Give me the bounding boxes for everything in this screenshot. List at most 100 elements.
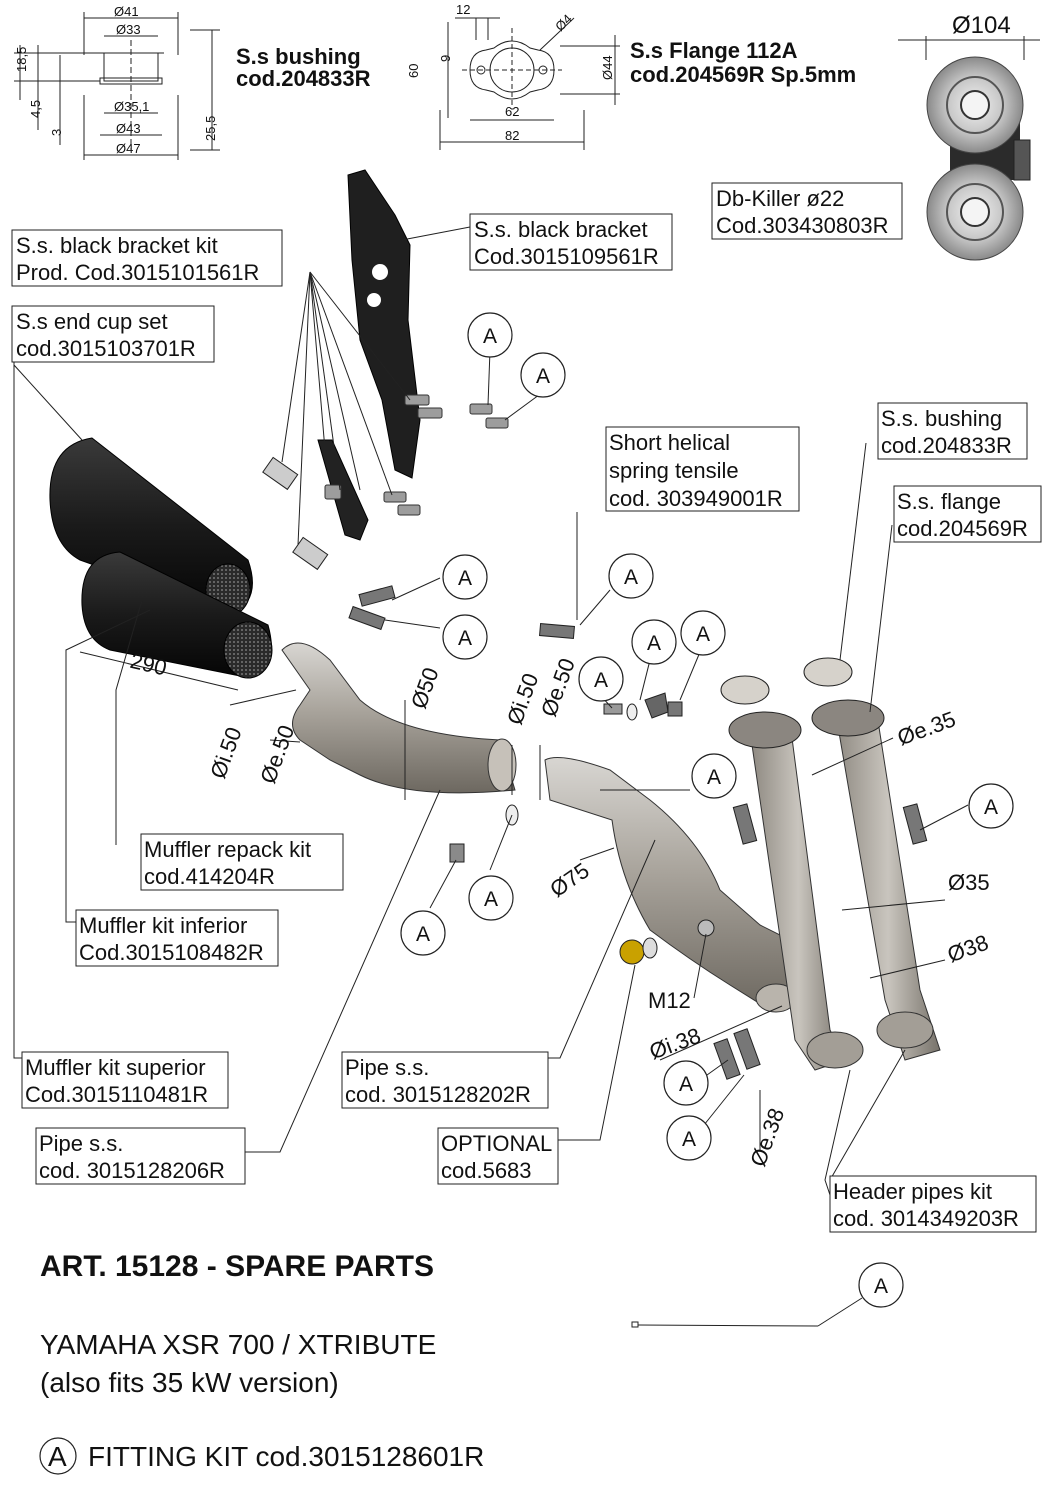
dim-38: Ø38 xyxy=(944,930,992,968)
fitting-kit-bubble xyxy=(691,753,737,799)
svg-text:S.s end cup set: S.s end cup set xyxy=(16,309,168,334)
svg-text:cod. 3015128206R: cod. 3015128206R xyxy=(39,1158,225,1183)
fitting-kit-bubble xyxy=(578,656,624,702)
bolts xyxy=(324,394,509,516)
svg-text:Pipe s.s.: Pipe s.s. xyxy=(345,1055,429,1080)
label-end-cup-set: S.s end cup set cod.3015103701R xyxy=(11,305,215,363)
fitting-kit-bubble-letter: A xyxy=(707,766,721,789)
fitting-kit-legend-letter: A xyxy=(48,1441,67,1472)
fitting-kit-bubble-letter: A xyxy=(416,923,430,946)
header-flange-bushing xyxy=(720,657,885,749)
dimension-lines xyxy=(79,651,946,1150)
label-muffler-kit-inferior: Muffler kit inferior Cod.3015108482R xyxy=(75,909,279,967)
label-ss-bushing: S.s. bushing cod.204833R xyxy=(877,402,1028,460)
svg-text:Cod.3015109561R: Cod.3015109561R xyxy=(474,244,659,269)
svg-text:cod. 303949001R: cod. 303949001R xyxy=(609,486,783,511)
fitting-kit-bubble xyxy=(400,910,446,956)
flange-dim-82: 82 xyxy=(505,128,519,143)
dim-75: Ø75 xyxy=(545,858,593,902)
fitting-kit-bubble-letter: A xyxy=(594,669,608,692)
svg-text:Cod.3015110481R: Cod.3015110481R xyxy=(25,1082,208,1107)
fitting-kit-bubble xyxy=(680,610,726,656)
nut-washer xyxy=(449,692,715,965)
fitting-kit-bubble-letter: A xyxy=(484,888,498,911)
dim-e35: Øe.35 xyxy=(894,706,959,750)
bracket-hole xyxy=(367,293,381,307)
fitting-kit-bubble-letter: A xyxy=(458,567,472,590)
bushing-title: S.s bushing xyxy=(236,44,361,69)
flange-dim-4: Ø4 xyxy=(552,11,575,34)
svg-text:S.s. black bracket kit: S.s. black bracket kit xyxy=(16,233,218,258)
fitting-kit-bubble-letter: A xyxy=(679,1073,693,1096)
flange-dim-60: 60 xyxy=(406,64,421,78)
fitting-kit-bubble xyxy=(442,554,488,600)
dbkiller-dim-104: Ø104 xyxy=(952,12,1011,39)
svg-text:cod.5683: cod.5683 xyxy=(441,1158,532,1183)
fitting-kit-bubble xyxy=(663,1060,709,1106)
bushing-drawing xyxy=(14,12,220,160)
svg-text:spring tensile: spring tensile xyxy=(609,458,739,483)
dim-m12: M12 xyxy=(648,988,691,1013)
dim-i38: Øi.38 xyxy=(646,1023,704,1064)
dim-e50-left: Øe.50 xyxy=(255,722,299,787)
black-bracket-part xyxy=(347,169,421,479)
label-muffler-kit-superior: Muffler kit superior Cod.3015110481R xyxy=(21,1051,229,1109)
flange-title: S.s Flange 112A xyxy=(630,38,798,63)
svg-text:OPTIONAL: OPTIONAL xyxy=(441,1131,552,1156)
model-line-2: (also fits 35 kW version) xyxy=(40,1367,339,1398)
label-header-pipes-kit: Header pipes kit cod. 3014349203R xyxy=(829,1175,1037,1233)
small-bracket-part xyxy=(317,439,369,541)
svg-text:Header pipes kit: Header pipes kit xyxy=(833,1179,992,1204)
label-black-bracket: S.s. black bracket Cod.3015109561R xyxy=(469,213,673,271)
bushing-dim-35-1: Ø35,1 xyxy=(114,99,149,114)
bushing-dim-4-5: 4,5 xyxy=(28,100,43,118)
dim-35: Ø35 xyxy=(948,870,990,895)
fitting-kit-bubble xyxy=(467,312,513,358)
label-pipe-202: Pipe s.s. cod. 3015128202R xyxy=(341,1051,549,1109)
label-muffler-repack-kit: Muffler repack kit cod.414204R xyxy=(140,833,344,891)
bracket-plate xyxy=(262,456,299,491)
dbkiller-code: Cod.303430803R xyxy=(716,213,888,238)
fitting-kit-bubble xyxy=(608,553,654,599)
fitting-kit-bubble-letter: A xyxy=(458,627,472,650)
label-ss-flange: S.s. flange cod.204569R xyxy=(893,485,1042,543)
dbkiller-drawing xyxy=(898,36,1040,261)
svg-text:S.s. bushing: S.s. bushing xyxy=(881,406,1002,431)
page-title: ART. 15128 - SPARE PARTS xyxy=(40,1250,434,1283)
svg-text:cod.204569R: cod.204569R xyxy=(897,516,1028,541)
bushing-dim-18-5: 18,5 xyxy=(14,47,29,72)
svg-text:Cod.3015108482R: Cod.3015108482R xyxy=(79,940,264,965)
svg-text:Muffler kit superior: Muffler kit superior xyxy=(25,1055,206,1080)
svg-text:cod.3015103701R: cod.3015103701R xyxy=(16,336,196,361)
flange-drawing xyxy=(439,17,620,150)
fitting-kit-bubble-letter: A xyxy=(624,566,638,589)
fitting-kit-bubble xyxy=(468,875,514,921)
dim-50: Ø50 xyxy=(406,664,444,712)
fitting-kit-bubble xyxy=(631,619,677,665)
bracket-hole xyxy=(372,264,388,280)
svg-text:Muffler kit inferior: Muffler kit inferior xyxy=(79,913,247,938)
label-short-helical-spring: Short helical spring tensile cod. 303949… xyxy=(605,426,800,512)
dim-i50-mid: Øi.50 xyxy=(502,670,543,728)
fitting-kit-bubble-letter: A xyxy=(682,1128,696,1151)
bushing-dimensions: Ø41 Ø33 18,5 4,5 3 Ø35,1 Ø43 Ø47 25,5 xyxy=(14,4,218,156)
fitting-kit-bubble xyxy=(442,614,488,660)
fitting-kit-bubble-letter: A xyxy=(536,365,550,388)
dim-e50-mid: Øe.50 xyxy=(536,655,580,720)
bushing-dim-41: Ø41 xyxy=(114,4,139,19)
label-pipe-206: Pipe s.s. cod. 3015128206R xyxy=(35,1127,246,1185)
muffler-inferior-part xyxy=(81,551,273,679)
fitting-kit-bubble-letter: A xyxy=(696,623,710,646)
bushing-dim-47: Ø47 xyxy=(116,141,141,156)
dbkiller-label-box xyxy=(711,182,903,240)
svg-text:Muffler repack kit: Muffler repack kit xyxy=(144,837,311,862)
fitting-kit-bubble-letter: A xyxy=(984,796,998,819)
fitting-kit-callout xyxy=(631,1297,863,1328)
svg-text:cod.414204R: cod.414204R xyxy=(144,864,275,889)
svg-text:cod. 3015128202R: cod. 3015128202R xyxy=(345,1082,531,1107)
fitting-kit-code: FITTING KIT cod.3015128601R xyxy=(88,1441,484,1472)
fitting-kit-legend-circle xyxy=(39,1437,77,1475)
header-pipes-part xyxy=(751,707,941,1071)
